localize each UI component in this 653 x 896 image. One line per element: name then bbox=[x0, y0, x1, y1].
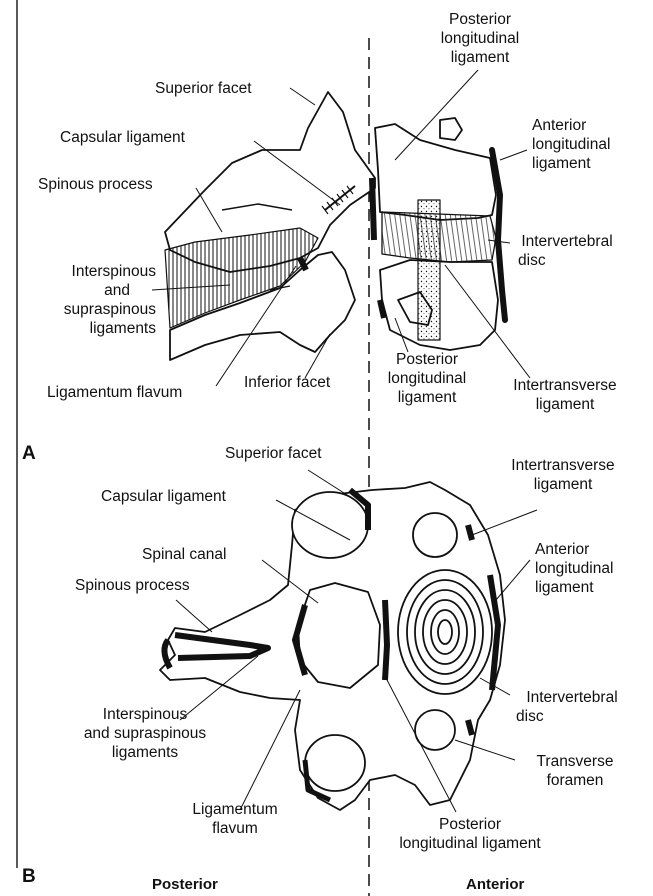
label-posterior-longitudinal-ligament-top: Posterior longitudinal ligament bbox=[420, 10, 540, 67]
text: Ligamentum bbox=[175, 800, 295, 819]
label-spinous-process-a: Spinous process bbox=[38, 175, 153, 194]
text: longitudinal bbox=[372, 369, 482, 388]
label-inferior-facet-a: Inferior facet bbox=[244, 373, 330, 392]
text: ligament bbox=[490, 395, 640, 414]
label-superior-facet-b: Superior facet bbox=[225, 444, 322, 463]
text: longitudinal bbox=[420, 29, 540, 48]
text: Anterior bbox=[535, 540, 613, 559]
label-posterior-longitudinal-ligament-b: Posterior longitudinal ligament bbox=[370, 815, 570, 853]
text: disc bbox=[512, 251, 622, 270]
text: ligament bbox=[488, 475, 638, 494]
text: Intertransverse bbox=[488, 456, 638, 475]
text: ligaments bbox=[28, 319, 156, 338]
text: ligament bbox=[535, 578, 613, 597]
text: foramen bbox=[520, 771, 630, 790]
panel-letter-a: A bbox=[22, 443, 36, 465]
label-spinous-process-b: Spinous process bbox=[75, 576, 190, 595]
panel-letter-b: B bbox=[22, 866, 36, 888]
label-spinal-canal: Spinal canal bbox=[142, 545, 226, 564]
text: and supraspinous bbox=[70, 724, 220, 743]
label-interspinous-supraspinous-a: Interspinous and supraspinous ligaments bbox=[28, 262, 156, 338]
footer-anterior: Anterior bbox=[466, 876, 524, 893]
label-capsular-ligament-b: Capsular ligament bbox=[101, 487, 226, 506]
label-intervertebral-disc-a: Intervertebral disc bbox=[512, 232, 622, 270]
label-transverse-foramen: Transverse foramen bbox=[520, 752, 630, 790]
text: Transverse bbox=[520, 752, 630, 771]
text: Intervertebral bbox=[512, 688, 632, 707]
label-posterior-longitudinal-ligament-bottom: Posterior longitudinal ligament bbox=[372, 350, 482, 407]
text: ligaments bbox=[70, 743, 220, 762]
text: ligament bbox=[532, 154, 610, 173]
label-interspinous-supraspinous-b: Interspinous and supraspinous ligaments bbox=[70, 705, 220, 762]
text: Intertransverse bbox=[490, 376, 640, 395]
label-superior-facet-a: Superior facet bbox=[155, 79, 252, 98]
label-ligamentum-flavum-a: Ligamentum flavum bbox=[47, 383, 182, 402]
label-ligamentum-flavum-b: Ligamentum flavum bbox=[175, 800, 295, 838]
text: Posterior bbox=[370, 815, 570, 834]
text: Interspinous bbox=[28, 262, 156, 281]
text: disc bbox=[512, 707, 632, 726]
label-intertransverse-ligament-b: Intertransverse ligament bbox=[488, 456, 638, 494]
panel-a-drawing bbox=[165, 92, 505, 360]
label-intervertebral-disc-b: Intervertebral disc bbox=[512, 688, 632, 726]
label-anterior-longitudinal-ligament-a: Anterior longitudinal ligament bbox=[532, 116, 610, 173]
text: Anterior bbox=[532, 116, 610, 135]
text: Posterior bbox=[420, 10, 540, 29]
text: flavum bbox=[175, 819, 295, 838]
label-anterior-longitudinal-ligament-b: Anterior longitudinal ligament bbox=[535, 540, 613, 597]
text: and bbox=[28, 281, 156, 300]
text: ligament bbox=[420, 48, 540, 67]
text: Posterior bbox=[372, 350, 482, 369]
footer-posterior: Posterior bbox=[152, 876, 218, 893]
text: longitudinal bbox=[532, 135, 610, 154]
text: supraspinous bbox=[28, 300, 156, 319]
text: Intervertebral bbox=[512, 232, 622, 251]
text: longitudinal bbox=[535, 559, 613, 578]
label-capsular-ligament-a: Capsular ligament bbox=[60, 128, 185, 147]
text: longitudinal ligament bbox=[370, 834, 570, 853]
text: Interspinous bbox=[70, 705, 220, 724]
text: ligament bbox=[372, 388, 482, 407]
label-intertransverse-ligament-a: Intertransverse ligament bbox=[490, 376, 640, 414]
